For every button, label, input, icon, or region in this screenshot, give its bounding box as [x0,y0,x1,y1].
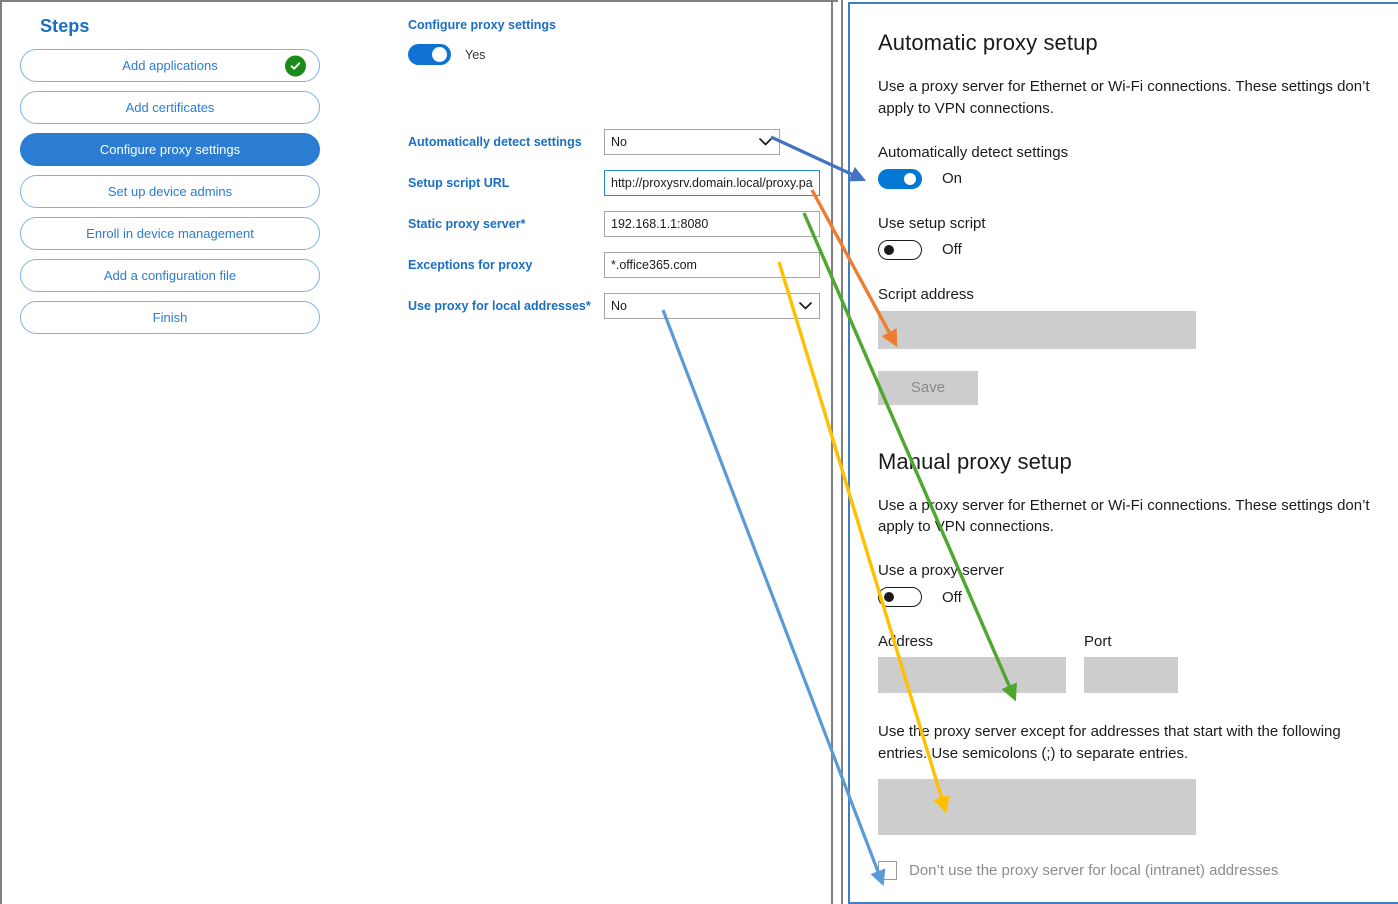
automatically-detect-settings-state: On [942,170,963,187]
select-value: No [611,135,627,149]
frame-left-border [0,0,2,904]
check-circle-icon [285,55,306,76]
required-marker: * [520,217,526,231]
field-label-setup-script-url: Setup script URL [408,176,510,190]
form-heading: Configure proxy settings [408,18,556,32]
field-label-static-proxy-server: Static proxy server* [408,217,526,231]
automatically-detect-settings-row: On [878,168,1370,189]
steps-title: Steps [40,16,90,36]
use-a-proxy-server-toggle[interactable] [878,587,922,607]
use-a-proxy-server-state: Off [942,588,962,606]
toggle-knob [432,47,447,62]
use-setup-script-state: Off [942,241,962,258]
exceptions-description: Use the proxy server except for addresse… [878,723,1341,762]
input-value: http://proxysrv.domain.local/proxy.pa [611,176,813,190]
use-setup-script-toggle[interactable] [878,239,922,260]
bypass-local-label: Don’t use the proxy server for local (in… [909,861,1279,879]
use-a-proxy-server-row: Off [878,587,1370,607]
input-setup-script-url[interactable]: http://proxysrv.domain.local/proxy.pa [604,170,820,196]
required-marker: * [585,299,591,313]
port-input[interactable] [1084,657,1178,693]
use-a-proxy-server-label: Use a proxy server [878,562,1004,579]
manual-proxy-description: Use a proxy server for Ethernet or Wi-Fi… [878,496,1370,536]
step-label: Set up device admins [107,184,233,199]
sidebar-item-add-applications[interactable]: Add applications [20,49,320,82]
script-address-input[interactable] [878,310,1196,349]
sidebar-item-configure-proxy-settings[interactable]: Configure proxy settings [20,133,320,166]
steps-panel: Steps Add applications Add certificates … [0,2,340,343]
sidebar-item-enroll-in-device-management[interactable]: Enroll in device management [20,217,320,250]
use-setup-script-row: Off [878,239,1370,260]
field-row-automatically-detect-settings: Automatically detect settings No [408,129,828,155]
panel-divider-left [831,0,833,904]
input-value: *.office365.com [611,258,697,272]
save-button[interactable]: Save [878,370,978,405]
step-label: Add a configuration file [103,268,237,283]
chevron-down-icon [799,302,812,311]
configure-proxy-toggle[interactable] [408,44,451,65]
toggle-knob [904,172,916,185]
sidebar-item-add-certificates[interactable]: Add certificates [20,91,320,124]
form-fields: Automatically detect settings No Setup s… [408,129,828,334]
sidebar-item-finish[interactable]: Finish [20,301,320,334]
port-group: Port [1084,633,1178,693]
field-row-setup-script-url: Setup script URL http://proxysrv.domain.… [408,170,828,196]
configure-proxy-toggle-row: Yes [408,44,828,65]
address-label: Address [878,633,934,650]
step-label: Enroll in device management [86,226,254,241]
manual-proxy-setup-heading: Manual proxy setup [878,448,1072,474]
automatically-detect-settings-label: Automatically detect settings [878,143,1069,161]
panel-divider-right [841,0,843,904]
field-label-exceptions-for-proxy: Exceptions for proxy [408,258,533,272]
select-automatically-detect-settings[interactable]: No [604,129,780,155]
chevron-down-icon [759,138,772,147]
field-row-exceptions-for-proxy: Exceptions for proxy *.office365.com [408,252,828,278]
windows-proxy-settings-panel: Automatic proxy setup Use a proxy server… [848,2,1398,904]
toggle-knob [884,244,894,255]
configure-proxy-toggle-value: Yes [465,47,486,62]
automatic-proxy-description: Use a proxy server for Ethernet or Wi-Fi… [878,78,1370,117]
step-label: Configure proxy settings [99,142,241,157]
input-value: 192.168.1.1:8080 [611,217,709,231]
address-input[interactable] [878,657,1066,693]
field-label-use-proxy-for-local-addresses: Use proxy for local addresses* [408,299,591,313]
address-port-row: Address Port [878,633,1370,693]
automatic-proxy-setup-heading: Automatic proxy setup [878,30,1098,55]
script-address-label: Script address [878,285,974,303]
automatically-detect-settings-toggle[interactable] [878,168,922,189]
address-group: Address [878,633,1066,693]
step-label: Add certificates [125,100,215,115]
exceptions-input[interactable] [878,778,1196,835]
toggle-knob [884,592,894,602]
step-label: Finish [152,310,188,325]
frame-top-border [0,0,838,2]
field-row-use-proxy-for-local-addresses: Use proxy for local addresses* No [408,293,828,319]
select-value: No [611,299,627,313]
port-label: Port [1084,633,1112,650]
sidebar-item-add-a-configuration-file[interactable]: Add a configuration file [20,259,320,292]
bypass-local-checkbox[interactable] [878,860,897,880]
configure-proxy-form: Configure proxy settings Yes Automatical… [408,18,828,319]
input-static-proxy-server[interactable]: 192.168.1.1:8080 [604,211,820,237]
input-exceptions-for-proxy[interactable]: *.office365.com [604,252,820,278]
bypass-local-row: Don’t use the proxy server for local (in… [878,860,1370,880]
step-label: Add applications [122,58,218,73]
field-row-static-proxy-server: Static proxy server* 192.168.1.1:8080 [408,211,828,237]
field-label-automatically-detect-settings: Automatically detect settings [408,135,582,149]
use-setup-script-label: Use setup script [878,214,986,232]
sidebar-item-set-up-device-admins[interactable]: Set up device admins [20,175,320,208]
select-use-proxy-for-local-addresses[interactable]: No [604,293,820,319]
